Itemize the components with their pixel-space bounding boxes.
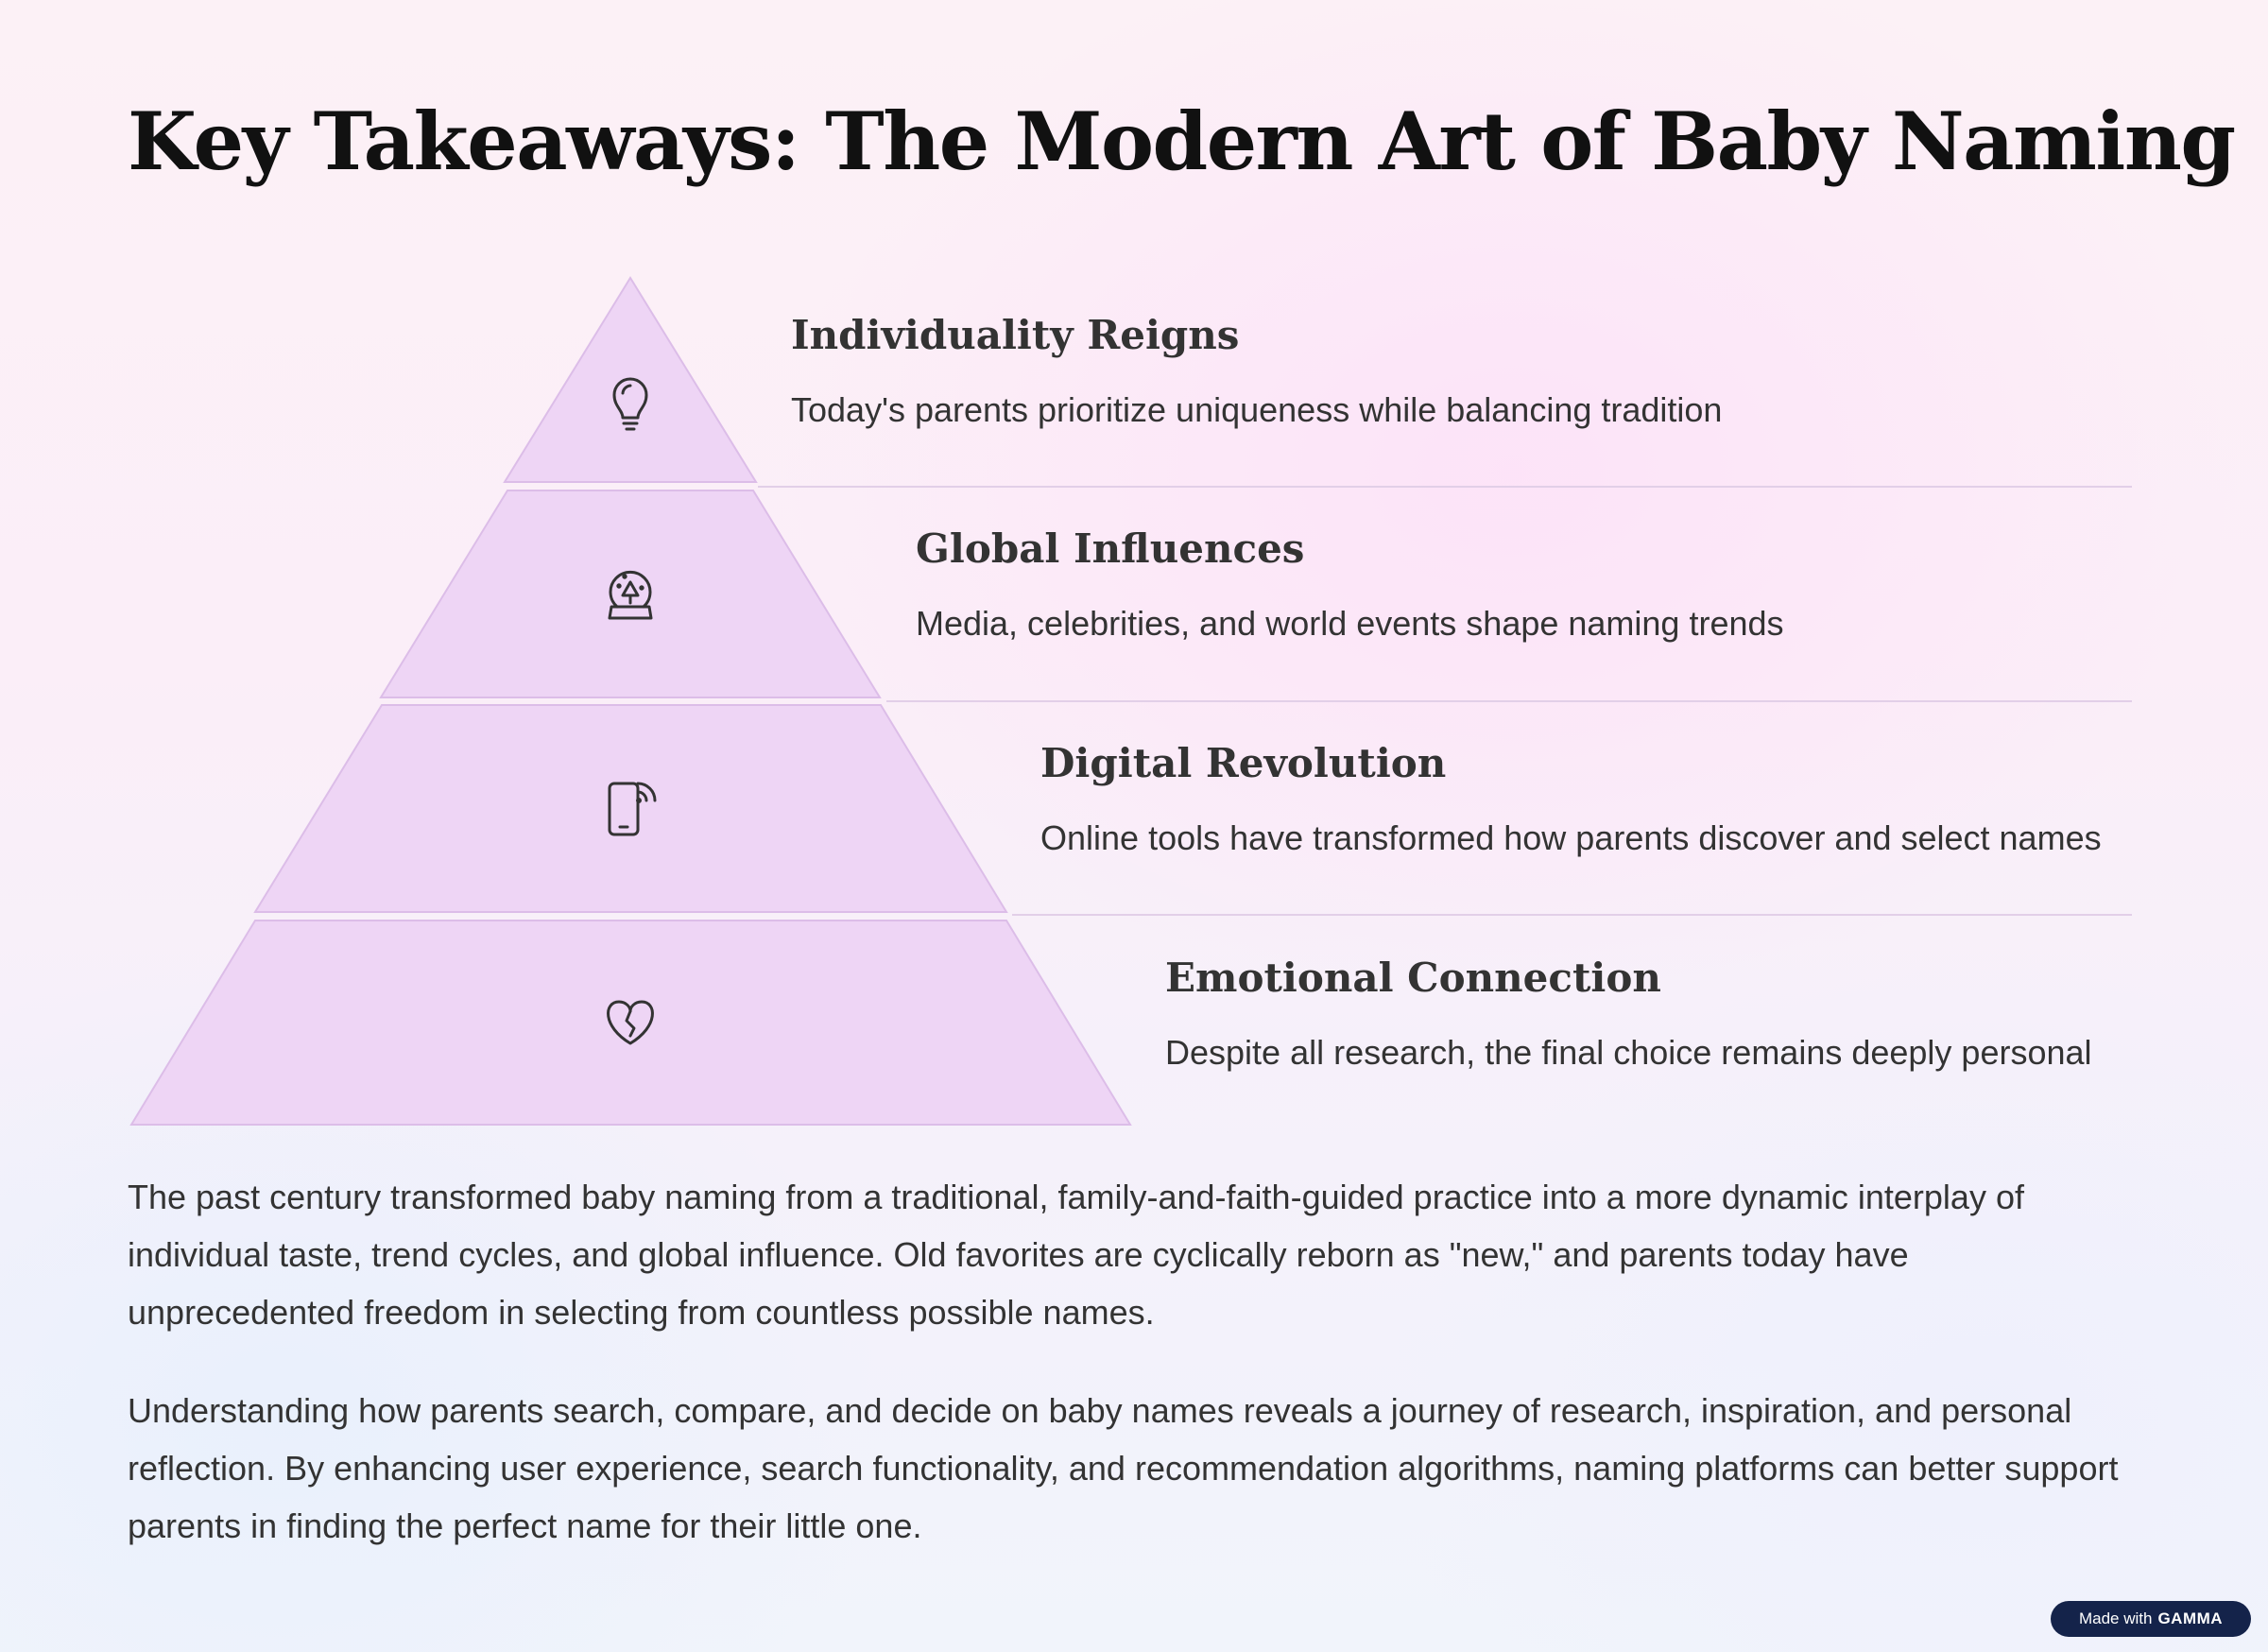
divider-2 (886, 700, 2132, 702)
tier-1-text: Individuality Reigns Today's parents pri… (791, 312, 1722, 430)
lightbulb-icon (612, 377, 648, 431)
body-paragraph-1: The past century transformed baby naming… (128, 1178, 2024, 1332)
tier-heading: Global Influences (916, 525, 1305, 572)
snow-globe-icon (608, 570, 653, 620)
tier-description: Media, celebrities, and world events sha… (916, 604, 1784, 643)
tier-heading: Digital Revolution (1040, 740, 1447, 786)
tier-3-text: Digital Revolution Online tools have tra… (1040, 740, 2102, 858)
heart-icon (607, 1000, 654, 1045)
gamma-logo: GAMMA (2157, 1609, 2224, 1627)
tier-2-text: Global Influences Media, celebrities, an… (916, 525, 1784, 644)
pyramid-tier-1 (503, 276, 758, 483)
tier-4-text: Emotional Connection Despite all researc… (1165, 955, 2092, 1073)
pyramid-tier-2 (379, 490, 882, 698)
tier-heading: Emotional Connection (1165, 955, 1661, 1001)
smartphone-signal-icon (608, 782, 657, 836)
tier-description: Today's parents prioritize uniqueness wh… (791, 390, 1723, 429)
divider-3 (1012, 914, 2132, 916)
pyramid-tier-3 (253, 704, 1008, 913)
tier-description: Online tools have transformed how parent… (1040, 818, 2102, 857)
page-title: Key Takeaways: The Modern Art of Baby Na… (128, 95, 2236, 188)
tier-description: Despite all research, the final choice r… (1165, 1033, 2092, 1072)
made-with-gamma-badge[interactable]: Made with GAMMA (2051, 1601, 2251, 1637)
pyramid-tier-4 (129, 920, 1132, 1126)
tier-heading: Individuality Reigns (791, 312, 1240, 358)
body-paragraph-2: Understanding how parents search, compar… (128, 1391, 2119, 1545)
divider-1 (758, 486, 2132, 488)
badge-prefix: Made with (2078, 1609, 2153, 1627)
